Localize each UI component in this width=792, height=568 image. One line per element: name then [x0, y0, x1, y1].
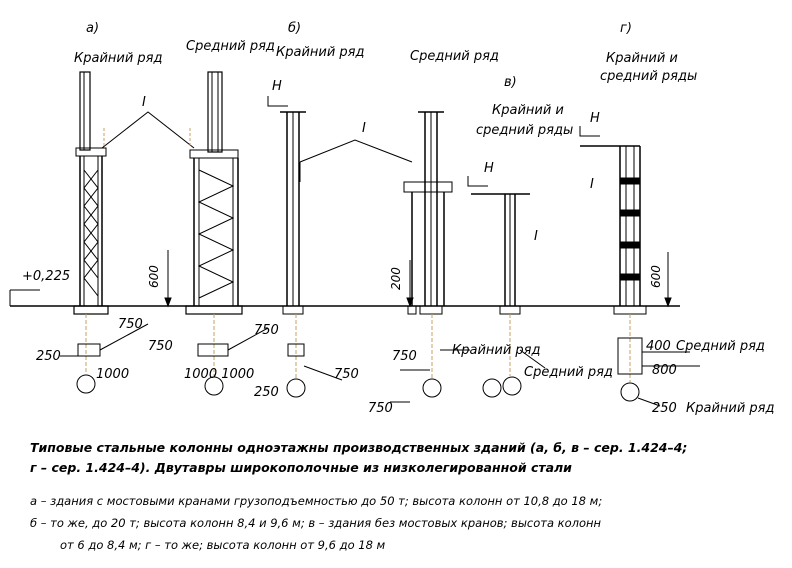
- truss-b: [299, 139, 413, 182]
- dim-600-a: 600: [147, 265, 161, 288]
- dim-750-3: 750: [254, 323, 279, 338]
- dim-400: 400: [646, 339, 671, 354]
- column-v: [471, 193, 530, 315]
- label-b-extreme: Крайний ряд: [276, 45, 365, 60]
- label-h-v: Н: [484, 161, 494, 176]
- label-a-extreme: Крайний ряд: [74, 51, 163, 66]
- caption-line-4: б – то же, до 20 т; высота колонн 8,4 и …: [30, 516, 602, 530]
- dim-250-a: 250: [36, 349, 61, 364]
- label-g-middle: Средний ряд: [676, 339, 765, 354]
- dim-1000: 1000: [96, 367, 129, 382]
- label-plan-extreme: Крайний ряд: [452, 343, 541, 358]
- label-v: в): [504, 75, 517, 90]
- dim-250-g: 250: [652, 401, 677, 416]
- caption-line-2: г – сер. 1.424–4). Двутавры широкополочн…: [30, 460, 572, 475]
- label-a: а): [86, 21, 99, 36]
- truss-a: [101, 111, 195, 149]
- column-b-middle: [403, 111, 453, 315]
- dim-750-6: 750: [368, 401, 393, 416]
- dim-750-5: 750: [392, 349, 417, 364]
- dim-750-4: 750: [334, 367, 359, 382]
- label-i-v: I: [534, 229, 538, 244]
- caption-line-1: Типовые стальные колонны одноэтажны прои…: [30, 440, 688, 455]
- dim-750-2: 750: [148, 339, 173, 354]
- label-h-g: Н: [590, 111, 600, 126]
- label-g-extreme: Крайний ряд: [686, 401, 775, 416]
- dim-200: 200: [389, 267, 403, 290]
- label-a-middle: Средний ряд: [186, 39, 275, 54]
- label-v-rows2: средний ряды: [476, 123, 573, 138]
- dim-750-1: 750: [118, 317, 143, 332]
- label-v-rows1: Крайний и: [492, 103, 564, 118]
- dim-250-b: 250: [254, 385, 279, 400]
- label-b-middle: Средний ряд: [410, 49, 499, 64]
- label-b: б): [288, 21, 301, 36]
- dim-600-g: 600: [649, 265, 663, 288]
- column-g: [580, 145, 647, 315]
- caption-line-5: от 6 до 8,4 м; г – то же; высота колонн …: [60, 538, 386, 552]
- label-i-g: I: [590, 177, 594, 192]
- plan-details: [60, 314, 700, 407]
- column-a-middle: [185, 71, 243, 315]
- dim-800: 800: [652, 363, 677, 378]
- dimension-marks: [9, 96, 672, 308]
- label-i-a: I: [142, 95, 146, 110]
- label-plan-middle: Средний ряд: [524, 365, 613, 380]
- column-a-extreme: [73, 71, 109, 315]
- label-h-b: Н: [272, 79, 282, 94]
- column-diagram: а) Крайний ряд Средний ряд б) Крайний ря…: [9, 21, 775, 416]
- label-level: +0,225: [22, 269, 70, 284]
- label-g-rows1: Крайний и: [606, 51, 678, 66]
- label-i-b: I: [362, 121, 366, 136]
- label-g-rows2: средний ряды: [600, 69, 697, 84]
- label-g: г): [620, 21, 632, 36]
- dim-1000x2: 1000 1000: [184, 367, 254, 382]
- column-b-extreme: [280, 111, 306, 315]
- caption-line-3: а – здания с мостовыми кранами грузоподъ…: [30, 494, 603, 508]
